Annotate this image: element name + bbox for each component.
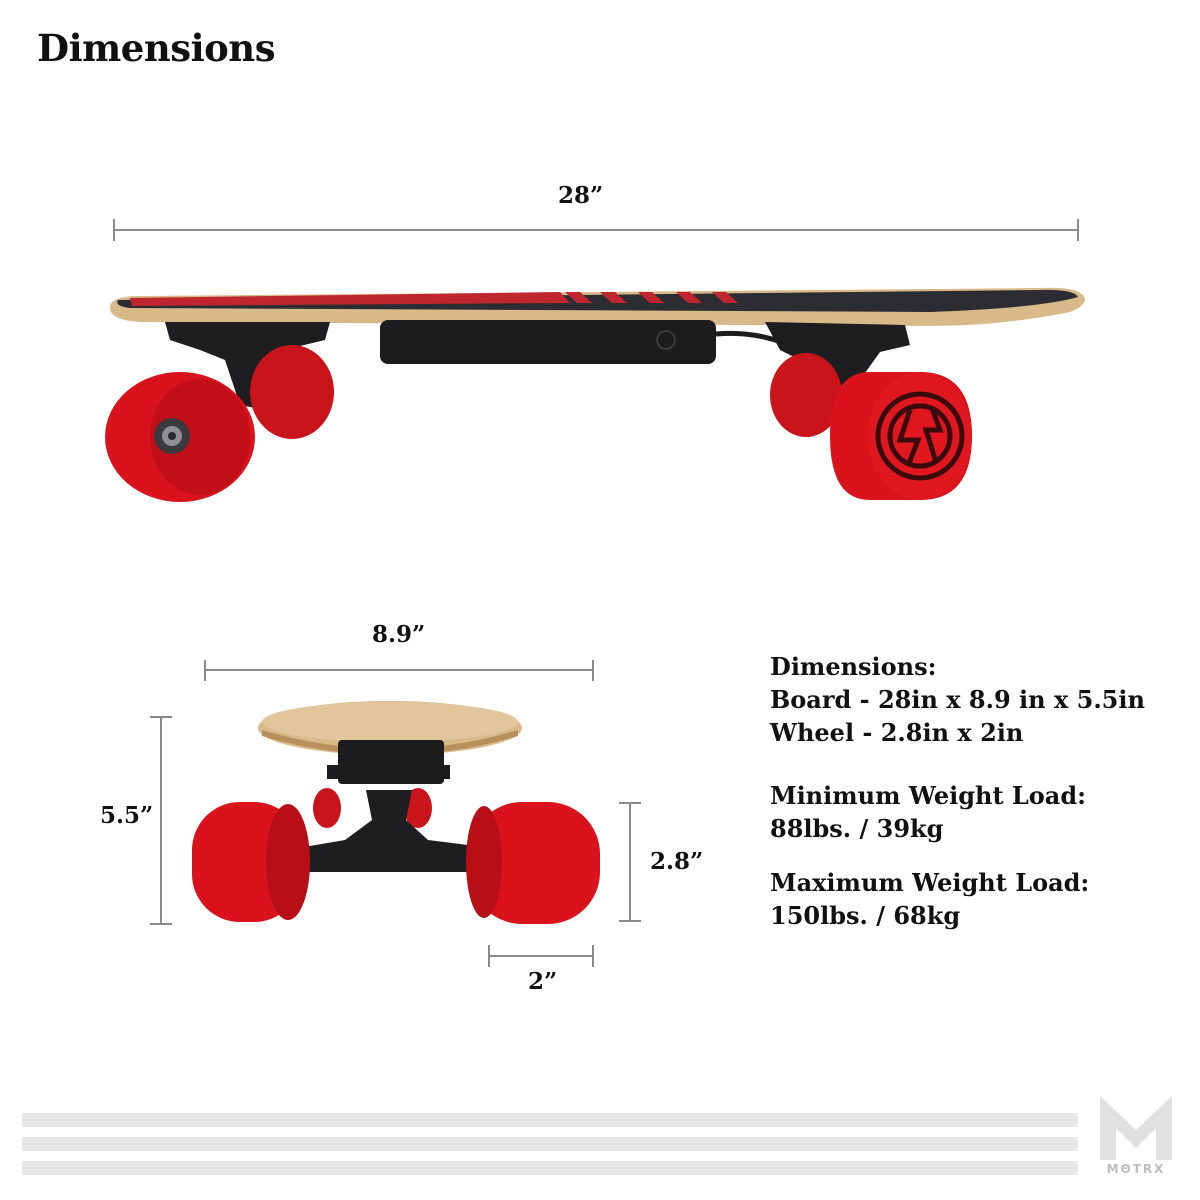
specs-max-weight-value: 150lbs. / 68kg	[770, 901, 961, 930]
specs-wheel-size: Wheel - 2.8in x 2in	[770, 718, 1024, 747]
length-dimension-line	[113, 219, 1079, 241]
wheel-width-dimension-line	[488, 945, 594, 967]
specs-board-size: Board - 28in x 8.9 in x 5.5in	[770, 685, 1145, 714]
hub-logo-icon	[875, 391, 965, 481]
footer-stripe-1	[22, 1113, 1078, 1127]
specs-dimensions-heading: Dimensions:	[770, 652, 937, 681]
specs-min-weight-value: 88lbs. / 39kg	[770, 814, 944, 843]
wheel-height-dimension-line	[619, 802, 641, 922]
page-title: Dimensions	[37, 26, 276, 70]
battery-box	[380, 320, 716, 364]
specs-max-weight-heading: Maximum Weight Load:	[770, 868, 1090, 897]
front-view-board	[192, 701, 600, 924]
side-view-board	[105, 287, 1086, 502]
footer-stripe-2	[22, 1137, 1078, 1151]
brand-logo-icon	[1100, 1096, 1172, 1160]
wheel-width-label: 2”	[528, 968, 558, 995]
width-label: 8.9”	[372, 621, 426, 648]
specs-min-weight-heading: Minimum Weight Load:	[770, 781, 1086, 810]
width-dimension-line	[204, 660, 594, 681]
length-label: 28”	[558, 182, 604, 209]
footer-stripe-3	[22, 1161, 1078, 1175]
specs-panel: Dimensions: Board - 28in x 8.9 in x 5.5i…	[770, 650, 1145, 932]
right-wheel	[470, 802, 600, 924]
height-dimension-line	[150, 716, 172, 925]
wheel-height-label: 2.8”	[650, 848, 704, 875]
brand-logo-text: MΘTRX	[1106, 1162, 1166, 1176]
height-label: 5.5”	[100, 802, 154, 829]
